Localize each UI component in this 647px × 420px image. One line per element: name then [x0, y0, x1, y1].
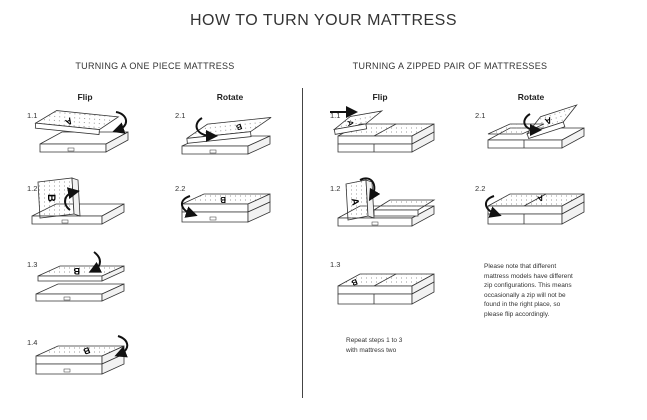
repeat-note: Repeat steps 1 to 3 with mattress two	[346, 336, 402, 355]
zip-note-line: found in the right place, so	[484, 300, 573, 310]
zip-note-line: zip configurations. This means	[484, 281, 573, 291]
repeat-note-line: with mattress two	[346, 346, 402, 356]
mattress-letter: B	[45, 194, 57, 202]
zipped-step-1-2-illustration: A	[334, 176, 444, 238]
step-1-2-illustration: B	[32, 176, 132, 236]
zip-note-line: please flip accordingly.	[484, 310, 573, 320]
section-title-one-piece: TURNING A ONE PIECE MATTRESS	[60, 61, 250, 71]
section-title-zipped: TURNING A ZIPPED PAIR OF MATTRESSES	[330, 61, 570, 71]
zipped-step-1-1-illustration: A	[334, 106, 444, 166]
page-title: HOW TO TURN YOUR MATTRESS	[0, 12, 647, 30]
column-flip-one-piece: Flip	[45, 92, 125, 102]
zipped-step-2-1-illustration: A	[484, 106, 594, 166]
mattress-letter: B	[220, 195, 226, 204]
zip-note-line: mattress models have different	[484, 272, 573, 282]
step-1-3-illustration: B	[32, 254, 132, 314]
step-1-1-illustration: A	[32, 108, 132, 168]
step-2-2-illustration: B	[178, 182, 278, 238]
step-2-1-illustration: B	[178, 108, 278, 168]
zip-note-line: Please note that different	[484, 262, 573, 272]
section-divider	[302, 88, 303, 398]
zipped-step-1-3-illustration: B	[334, 260, 444, 318]
zipped-step-2-2-illustration: A	[484, 182, 594, 238]
repeat-note-line: Repeat steps 1 to 3	[346, 336, 402, 346]
column-rotate-one-piece: Rotate	[190, 92, 270, 102]
step-1-4-illustration: B	[32, 334, 132, 390]
mattress-letter: B	[73, 266, 80, 276]
zip-note-line: occasionally a zip will not be	[484, 291, 573, 301]
column-rotate-zipped: Rotate	[491, 92, 571, 102]
column-flip-zipped: Flip	[340, 92, 420, 102]
zip-config-note: Please note that different mattress mode…	[484, 262, 573, 319]
